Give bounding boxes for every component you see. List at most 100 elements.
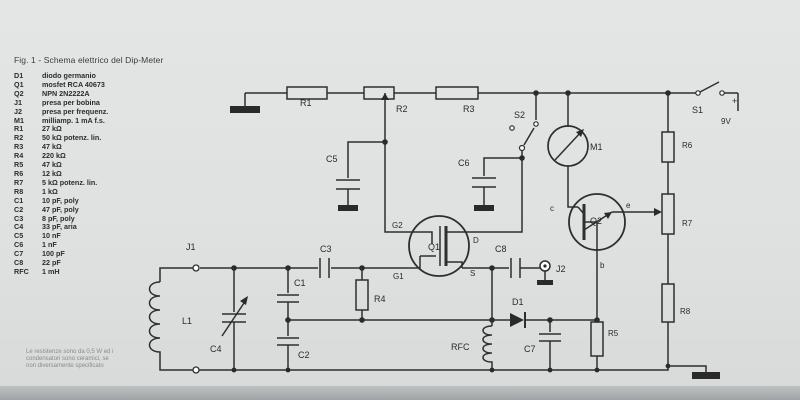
resistor-r3: [435, 86, 479, 100]
capacitor-c1: [277, 268, 299, 320]
capacitor-c7: [539, 320, 561, 370]
switch-s1: [695, 81, 725, 96]
label-q1: Q1: [428, 242, 440, 252]
transistor-q2: [568, 193, 626, 251]
rf-choke-rfc: [482, 320, 493, 370]
jack-j2: [537, 260, 553, 285]
label-s1: S1: [692, 105, 703, 115]
label-s2: S2: [514, 110, 525, 120]
potentiometer-r2: [363, 86, 395, 106]
mosfet-q1: [408, 215, 470, 277]
drain-wire: [469, 158, 523, 233]
label-plus: +: [732, 96, 737, 106]
label-c8: C8: [495, 244, 507, 254]
figure-caption: Fig. 1 - Schema elettrico del Dip-Meter: [14, 55, 164, 65]
label-r3: R3: [463, 104, 475, 114]
label-r6: R6: [682, 141, 693, 150]
switch-s2: [509, 121, 539, 152]
label-source: S: [470, 269, 475, 278]
component-note: Le resistenze sono da 0,5 W ed i condens…: [26, 349, 114, 370]
label-j1: J1: [186, 242, 196, 252]
label-supply-voltage: 9V: [721, 117, 731, 126]
resistor-r6: [661, 131, 675, 163]
label-drain: D: [473, 236, 479, 245]
c5-feed-wire: [347, 141, 385, 178]
label-j2: J2: [556, 264, 566, 274]
label-g2: G2: [392, 221, 403, 230]
label-m1: M1: [590, 142, 603, 152]
junction-dot: [533, 90, 671, 96]
ground-bar-top: [230, 93, 260, 113]
capacitor-c6: [472, 177, 496, 211]
label-c2: C2: [298, 350, 310, 360]
capacitor-c8: [510, 258, 540, 278]
resistor-r1: [286, 86, 328, 100]
capacitor-c2: [277, 320, 299, 370]
resistor-r8: [661, 283, 675, 323]
c6-feed-wire: [483, 150, 523, 176]
label-c3: C3: [320, 244, 332, 254]
label-c5: C5: [326, 154, 338, 164]
page-edge: [0, 386, 800, 400]
label-rfc: RFC: [451, 342, 470, 352]
resistor-r5: [590, 320, 604, 370]
label-r4: R4: [374, 294, 386, 304]
label-c4: C4: [210, 344, 222, 354]
label-r5: R5: [608, 329, 619, 338]
label-q2-emitter: e: [626, 201, 631, 210]
diode-d1: [492, 312, 597, 328]
label-r2: R2: [396, 104, 408, 114]
capacitor-c3: [319, 258, 330, 278]
source-wire: [462, 267, 493, 320]
label-r7: R7: [682, 219, 693, 228]
wiper-to-g2-wire: [384, 106, 420, 233]
label-g1: G1: [393, 272, 404, 281]
meter-to-collector-wire: [567, 166, 578, 208]
variable-capacitor-c4: [221, 268, 248, 370]
label-r8: R8: [680, 307, 691, 316]
label-c6: C6: [458, 158, 470, 168]
label-d1: D1: [512, 297, 524, 307]
coil-l1: [148, 267, 193, 371]
jack-j1: [192, 264, 200, 374]
label-c7: C7: [524, 344, 536, 354]
label-q2-base: b: [600, 261, 605, 270]
label-q2-collector: c: [550, 204, 554, 213]
label-c1: C1: [294, 278, 306, 288]
label-l1: L1: [182, 316, 192, 326]
bottom-ground-rail: [199, 363, 720, 379]
label-q2: Q2: [590, 216, 602, 226]
resistor-r4: [355, 268, 369, 320]
potentiometer-r7: [654, 193, 675, 235]
label-r1: R1: [300, 98, 312, 108]
meter-m1: [547, 125, 589, 167]
capacitor-c5: [336, 179, 360, 211]
junction-dot: [519, 155, 525, 161]
